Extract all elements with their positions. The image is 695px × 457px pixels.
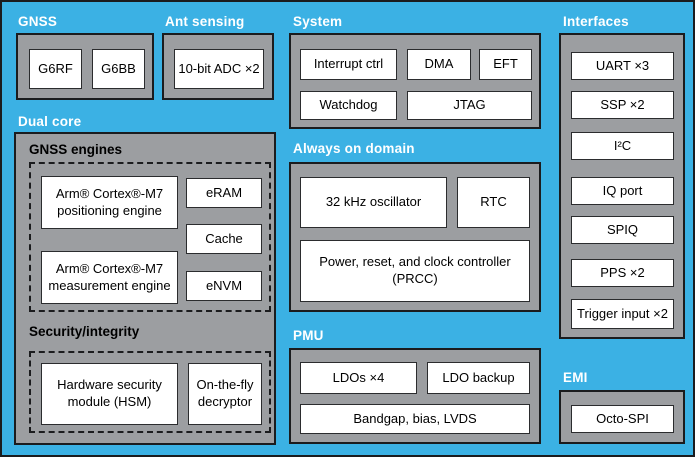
block-ldos: LDOs ×4 bbox=[300, 362, 417, 394]
section-label-gnss: GNSS bbox=[18, 14, 58, 29]
interfaces-panel: UART ×3 SSP ×2 I²C IQ port SPIQ PPS ×2 T… bbox=[559, 33, 685, 339]
otf-decryptor-line2: decryptor bbox=[197, 394, 253, 409]
block-bandgap-bias-lvds: Bandgap, bias, LVDS bbox=[300, 404, 530, 434]
section-label-system: System bbox=[293, 14, 343, 29]
otf-decryptor-line1: On-the-fly bbox=[196, 377, 254, 393]
block-pps: PPS ×2 bbox=[571, 259, 674, 287]
block-watchdog: Watchdog bbox=[300, 91, 397, 120]
gnss-panel: G6RF G6BB bbox=[16, 33, 154, 100]
system-panel: Interrupt ctrl DMA EFT Watchdog JTAG bbox=[289, 33, 541, 129]
measurement-engine-line2: measurement engine bbox=[48, 277, 171, 293]
block-eft: EFT bbox=[479, 49, 532, 80]
block-i2c: I²C bbox=[571, 132, 674, 160]
block-iq-port: IQ port bbox=[571, 177, 674, 205]
section-label-interfaces: Interfaces bbox=[563, 14, 629, 29]
block-eram: eRAM bbox=[186, 178, 262, 208]
block-ssp: SSP ×2 bbox=[571, 91, 674, 119]
section-label-pmu: PMU bbox=[293, 328, 324, 343]
block-interrupt-ctrl: Interrupt ctrl bbox=[300, 49, 397, 80]
block-rtc: RTC bbox=[457, 177, 530, 228]
block-otf-decryptor: On-the-fly decryptor bbox=[188, 363, 262, 425]
section-label-always-on: Always on domain bbox=[293, 141, 415, 156]
block-octo-spi: Octo-SPI bbox=[571, 405, 674, 433]
block-measurement-engine: Arm® Cortex®-M7 measurement engine bbox=[41, 251, 178, 304]
prcc-line1: Power, reset, and clock controller bbox=[319, 254, 511, 270]
always-on-panel: 32 kHz oscillator RTC Power, reset, and … bbox=[289, 162, 541, 312]
block-adc: 10-bit ADC ×2 bbox=[174, 49, 264, 89]
block-32khz-oscillator: 32 kHz oscillator bbox=[300, 177, 447, 228]
dual-core-panel: GNSS engines Arm® Cortex®-M7 positioning… bbox=[14, 132, 276, 445]
block-hsm: Hardware security module (HSM) bbox=[41, 363, 178, 425]
pmu-panel: LDOs ×4 LDO backup Bandgap, bias, LVDS bbox=[289, 348, 541, 444]
block-jtag: JTAG bbox=[407, 91, 532, 120]
ant-sensing-panel: 10-bit ADC ×2 bbox=[162, 33, 274, 100]
positioning-engine-line1: Arm® Cortex®-M7 bbox=[55, 185, 164, 201]
prcc-line2: (PRCC) bbox=[392, 271, 438, 286]
heading-security-integrity: Security/integrity bbox=[29, 324, 140, 339]
hsm-line2: module (HSM) bbox=[67, 394, 152, 409]
block-prcc: Power, reset, and clock controller (PRCC… bbox=[300, 240, 530, 302]
emi-panel: Octo-SPI bbox=[559, 390, 685, 444]
section-label-dual-core: Dual core bbox=[18, 114, 82, 129]
block-envm: eNVM bbox=[186, 271, 262, 301]
block-positioning-engine: Arm® Cortex®-M7 positioning engine bbox=[41, 176, 178, 229]
section-label-ant-sensing: Ant sensing bbox=[165, 14, 245, 29]
block-ldo-backup: LDO backup bbox=[427, 362, 530, 394]
block-cache: Cache bbox=[186, 224, 262, 254]
measurement-engine-line1: Arm® Cortex®-M7 bbox=[55, 260, 164, 276]
block-g6bb: G6BB bbox=[92, 49, 145, 89]
block-trigger-input: Trigger input ×2 bbox=[571, 299, 674, 329]
heading-gnss-engines: GNSS engines bbox=[29, 142, 123, 157]
section-label-emi: EMI bbox=[563, 370, 588, 385]
block-g6rf: G6RF bbox=[29, 49, 82, 89]
hsm-line1: Hardware security bbox=[57, 377, 162, 393]
block-uart: UART ×3 bbox=[571, 52, 674, 80]
block-spiq: SPIQ bbox=[571, 216, 674, 244]
gnss-engines-group: Arm® Cortex®-M7 positioning engine eRAM … bbox=[29, 162, 271, 312]
positioning-engine-line2: positioning engine bbox=[57, 202, 162, 218]
security-group: Hardware security module (HSM) On-the-fl… bbox=[29, 351, 271, 433]
block-dma: DMA bbox=[407, 49, 471, 80]
